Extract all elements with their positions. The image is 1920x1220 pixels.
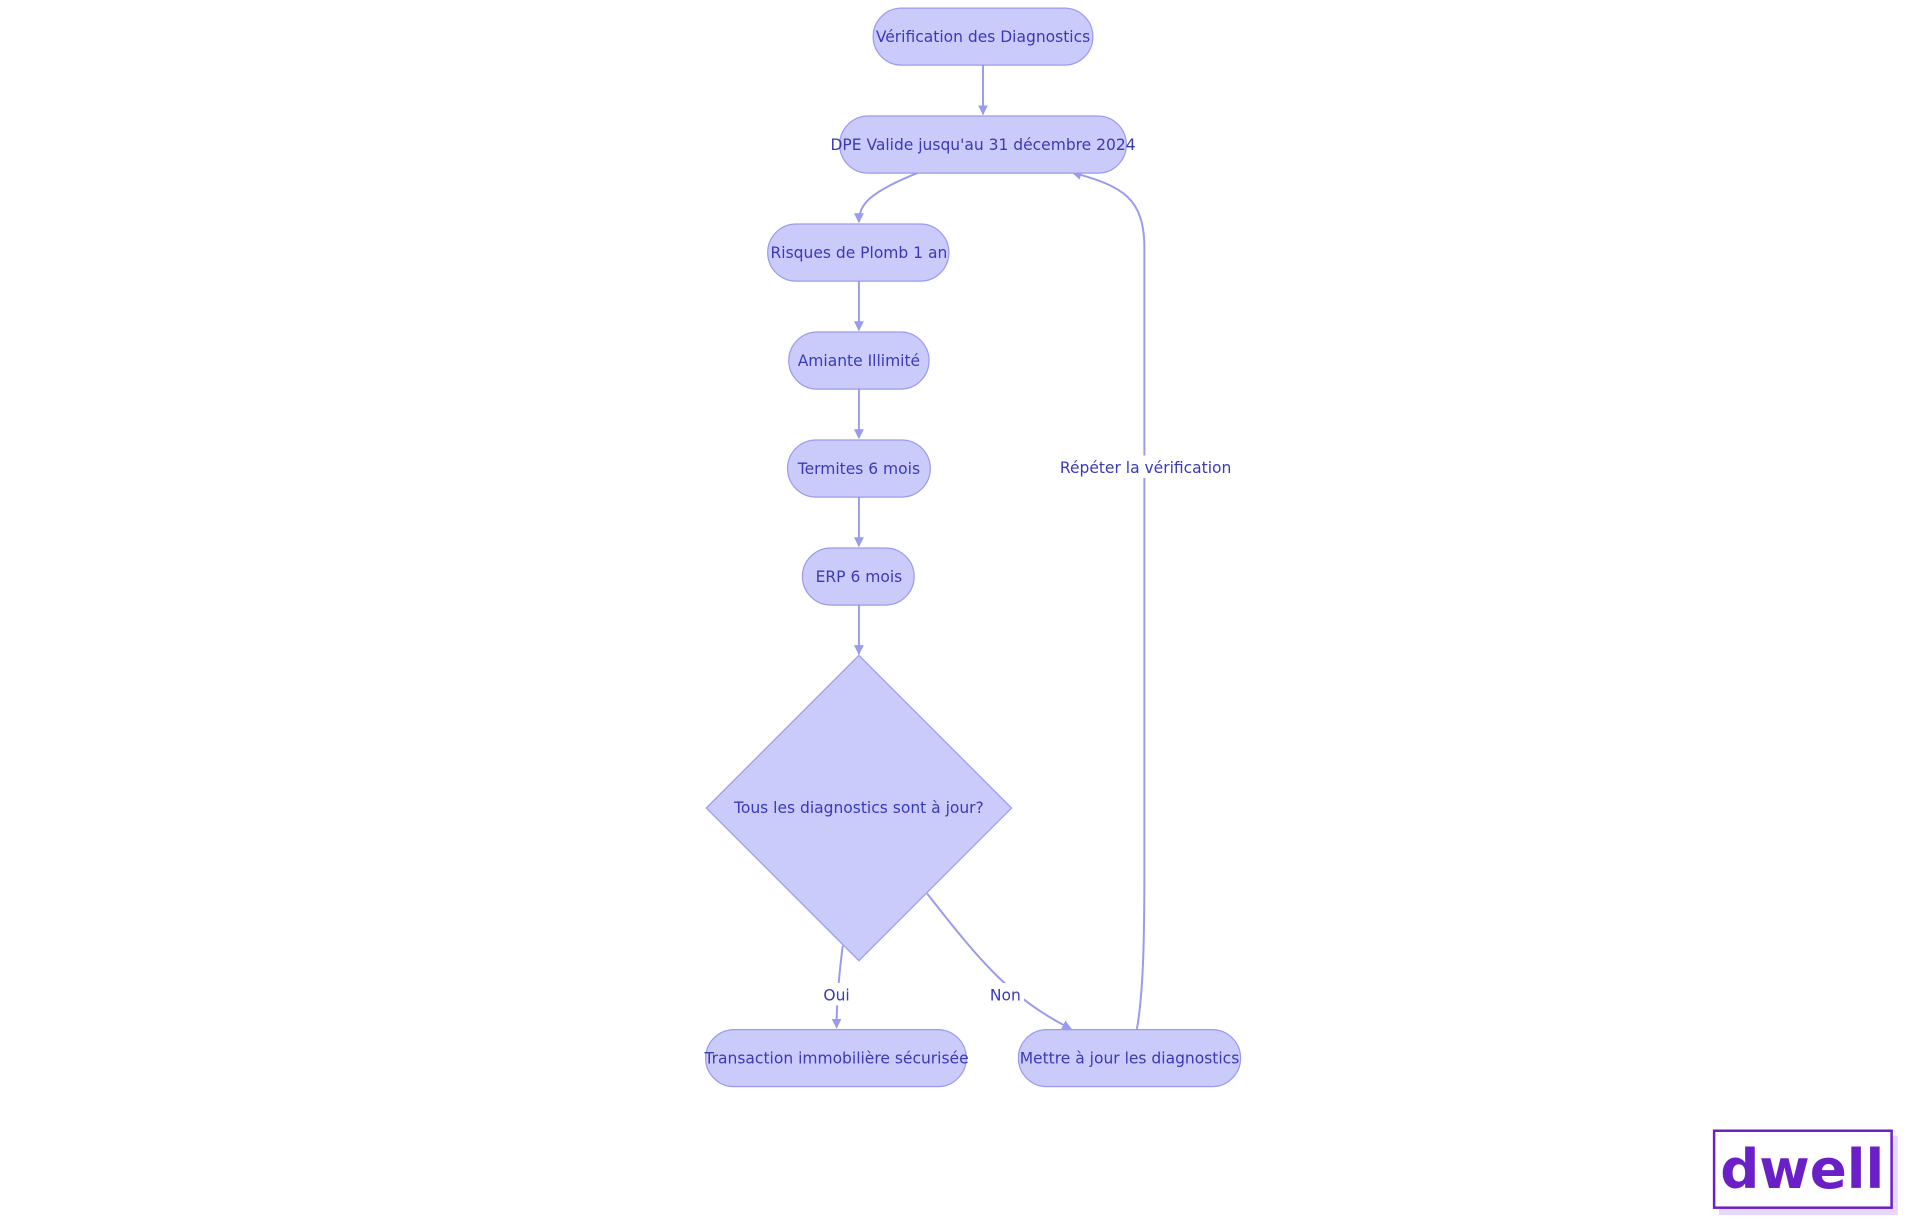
node-amiante: Amiante Illimité xyxy=(788,331,930,390)
svg-text:Vérification des Diagnostics: Vérification des Diagnostics xyxy=(876,28,1090,46)
svg-text:Non: Non xyxy=(990,986,1021,1004)
node-dpe: DPE Valide jusqu'au 31 décembre 2024 xyxy=(830,115,1136,174)
edge-decision-non xyxy=(926,893,1073,1030)
node-verification: Vérification des Diagnostics xyxy=(872,7,1094,66)
svg-text:Amiante Illimité: Amiante Illimité xyxy=(798,352,920,370)
svg-text:Oui: Oui xyxy=(823,986,849,1004)
svg-text:Répéter la vérification: Répéter la vérification xyxy=(1060,459,1231,477)
node-update: Mettre à jour les diagnostics xyxy=(1017,1028,1242,1088)
svg-text:Transaction immobilière sécuri: Transaction immobilière sécurisée xyxy=(703,1050,968,1068)
node-termites: Termites 6 mois xyxy=(786,439,931,498)
edge-label-repeat: Répéter la vérification xyxy=(1060,455,1231,478)
node-plomb: Risques de Plomb 1 an xyxy=(767,223,950,282)
svg-text:Risques de Plomb 1 an: Risques de Plomb 1 an xyxy=(771,244,948,262)
svg-text:Termites 6 mois: Termites 6 mois xyxy=(797,460,920,478)
edge-label-non: Non xyxy=(986,983,1024,1006)
svg-text:Tous les diagnostics sont à jo: Tous les diagnostics sont à jour? xyxy=(733,799,984,817)
node-transaction: Transaction immobilière sécurisée xyxy=(703,1028,969,1088)
dwell-logo: dwell xyxy=(1712,1129,1898,1216)
svg-text:ERP 6 mois: ERP 6 mois xyxy=(816,568,903,586)
svg-text:dwell: dwell xyxy=(1720,1137,1884,1201)
node-erp: ERP 6 mois xyxy=(801,547,915,606)
node-decision: Tous les diagnostics sont à jour? xyxy=(705,654,1013,962)
edge-update-to-dpe xyxy=(1071,170,1146,1030)
svg-text:Mettre à jour les diagnostics: Mettre à jour les diagnostics xyxy=(1020,1050,1240,1068)
svg-text:DPE Valide jusqu'au 31 décembr: DPE Valide jusqu'au 31 décembre 2024 xyxy=(830,136,1135,154)
edge-label-oui: Oui xyxy=(819,983,854,1006)
edge-dpe-to-plomb xyxy=(853,171,919,224)
